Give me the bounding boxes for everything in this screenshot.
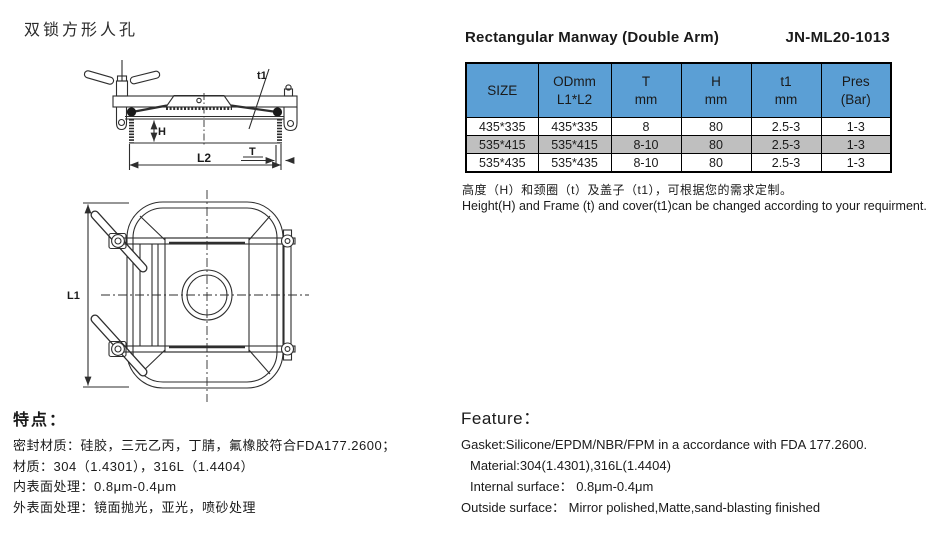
features-section-cn: 特点： 密封材质：硅胶，三元乙丙，丁腈，氟橡胶符合FDA177.2600； 材质…	[13, 406, 396, 518]
spec-row: 435*335 435*335 8 80 2.5-3 1-3	[465, 117, 892, 136]
page-title-cn: 双锁方形人孔	[24, 22, 139, 39]
cell: 535*435	[537, 153, 612, 173]
product-header: Rectangular Manway (Double Arm) JN-ML20-…	[465, 29, 890, 46]
feature-line: Gasket:Silicone/EPDM/NBR/FPM in a accord…	[461, 437, 868, 452]
dim-label-t: T	[249, 146, 256, 158]
cell: 8-10	[610, 153, 682, 173]
side-view-drawing: t1 H L2 T	[83, 60, 298, 170]
feature-line: 材质：304（1.4301），316L（1.4404）	[13, 458, 255, 474]
top-view-linework	[83, 190, 309, 402]
col-header-pres: Pres(Bar)	[820, 62, 892, 118]
cell: 2.5-3	[750, 135, 822, 154]
col-header-size: SIZE	[465, 62, 539, 118]
feature-line: 外表面处理：镜面抛光，亚光，喷砂处理	[13, 499, 257, 515]
dim-label-h: H	[158, 126, 166, 138]
cell: 8-10	[610, 135, 682, 154]
model-number: JN-ML20-1013	[785, 29, 890, 46]
cell: 535*435	[465, 153, 539, 173]
spec-row: 535*435 535*435 8-10 80 2.5-3 1-3	[465, 153, 892, 173]
cell: 535*415	[465, 135, 539, 154]
feature-line: Material:304(1.4301),316L(1.4404)	[470, 458, 671, 473]
features-heading-cn: 特点：	[13, 412, 68, 429]
customization-note-en: Height(H) and Frame (t) and cover(t1)can…	[462, 199, 927, 213]
feature-line: 密封材质：硅胶，三元乙丙，丁腈，氟橡胶符合FDA177.2600；	[13, 438, 396, 453]
cell: 1-3	[820, 153, 892, 173]
cell: 80	[680, 135, 752, 154]
dim-label-l1: L1	[67, 290, 80, 302]
dim-label-t1: t1	[257, 70, 267, 82]
cell: 435*335	[537, 117, 612, 136]
cell: 1-3	[820, 117, 892, 136]
product-title-en: Rectangular Manway (Double Arm)	[465, 29, 720, 46]
feature-line: Internal surface： 0.8μm-0.4μm	[470, 479, 654, 494]
dim-label-l2: L2	[197, 151, 211, 165]
cell: 535*415	[537, 135, 612, 154]
cell: 2.5-3	[750, 117, 822, 136]
features-section-en: Feature： Gasket:Silicone/EPDM/NBR/FPM in…	[461, 404, 867, 518]
features-heading-en: Feature：	[461, 409, 541, 428]
cell: 1-3	[820, 135, 892, 154]
feature-line: Outside surface： Mirror polished,Matte,s…	[461, 500, 821, 515]
side-view-linework	[83, 60, 298, 170]
spec-row: 535*415 535*415 8-10 80 2.5-3 1-3	[465, 135, 892, 154]
cell: 435*335	[465, 117, 539, 136]
top-view-drawing: L1	[67, 190, 309, 402]
feature-line: 内表面处理：0.8μm-0.4μm	[13, 479, 177, 494]
cell: 8	[610, 117, 682, 136]
cell: 80	[680, 153, 752, 173]
cell: 80	[680, 117, 752, 136]
customization-note-cn: 高度（H）和颈圈（t）及盖子（t1），可根据您的需求定制。	[462, 183, 793, 197]
cell: 2.5-3	[750, 153, 822, 173]
